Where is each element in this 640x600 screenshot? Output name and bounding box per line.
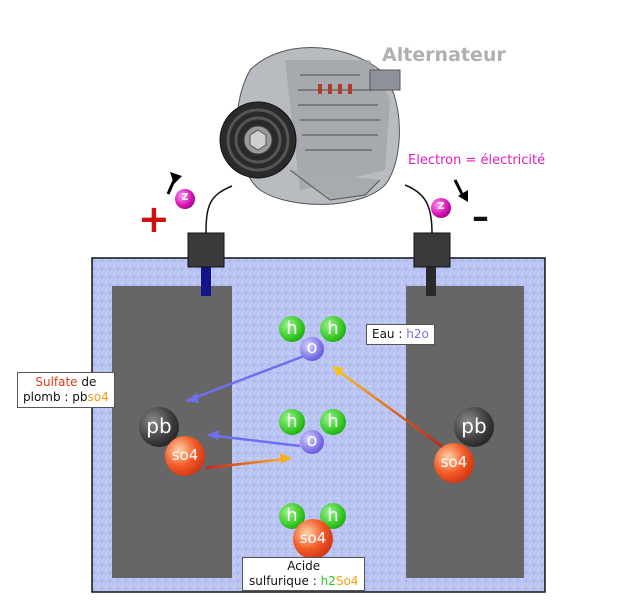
electron-arrow-right-head: [458, 190, 468, 202]
sulfate-arrow-right-head: [332, 366, 344, 377]
electron-arrow-right: [453, 179, 465, 197]
sulfuric-acid-line1: Acide: [287, 559, 321, 573]
water-mid-oxygen: o: [300, 430, 324, 454]
sulfuric-acid-label: Acide sulfurique : h2So4: [242, 557, 366, 591]
negative-sign: –: [472, 197, 489, 237]
water-arrow-1: [185, 354, 305, 403]
alternator-title: Alternateur: [382, 44, 506, 66]
sulfate-arrow-left-head: [280, 453, 292, 464]
water-label-prefix: Eau :: [372, 327, 407, 341]
electron-left-symbol: z: [181, 189, 189, 203]
positive-sign: +: [138, 197, 170, 241]
sulfuric-acid-formula-so4: So4: [335, 574, 359, 588]
sulfuric-acid-line2-prefix: sulfurique :: [249, 574, 321, 588]
water-mid-hydrogen-2: h: [320, 409, 346, 435]
electron-arrow-left-head: [170, 172, 182, 184]
electron-right: [431, 198, 451, 218]
electron-left: [175, 189, 195, 209]
lead-sulfate-word1: Sulfate: [35, 375, 78, 389]
water-arrow-2-head: [207, 430, 219, 440]
lead-sulfate-line2-prefix: plomb :: [23, 390, 73, 404]
water-label-formula: h2o: [406, 327, 429, 341]
right-sulfate: so4: [434, 443, 474, 483]
water-arrow-1-head: [186, 393, 199, 403]
lead-sulfate-word2: de: [77, 375, 97, 389]
water-top-hydrogen-1: h: [279, 316, 305, 342]
left-sulfate: so4: [165, 436, 205, 476]
sulfate-arrow-right: [336, 368, 448, 452]
water-mid-hydrogen-1: h: [279, 409, 305, 435]
right-lead-atom: pb: [454, 407, 494, 447]
sulfate-arrow-left: [205, 457, 286, 470]
lead-sulfate-formula-so4: so4: [87, 390, 109, 404]
sulfuric-acid-formula-h2: h2: [320, 574, 336, 588]
water-top-hydrogen-2: h: [320, 316, 346, 342]
lead-sulfate-formula-pb: pb: [72, 390, 88, 404]
water-label: Eau : h2o: [366, 324, 435, 345]
positive-terminal: [187, 232, 225, 268]
electron-right-symbol: z: [437, 198, 445, 212]
negative-wire: [404, 184, 433, 234]
negative-terminal: [413, 232, 451, 268]
alternator-illustration: [219, 47, 401, 205]
water-arrow-2: [207, 433, 301, 448]
positive-wire: [205, 185, 233, 234]
water-top-oxygen: o: [300, 337, 324, 361]
acid-sulfate: so4: [293, 519, 333, 559]
positive-post: [201, 266, 211, 296]
electron-legend: Electron = électricité: [408, 153, 546, 168]
lead-sulfate-label: Sulfate de plomb : pbso4: [17, 372, 115, 408]
negative-post: [426, 266, 436, 296]
